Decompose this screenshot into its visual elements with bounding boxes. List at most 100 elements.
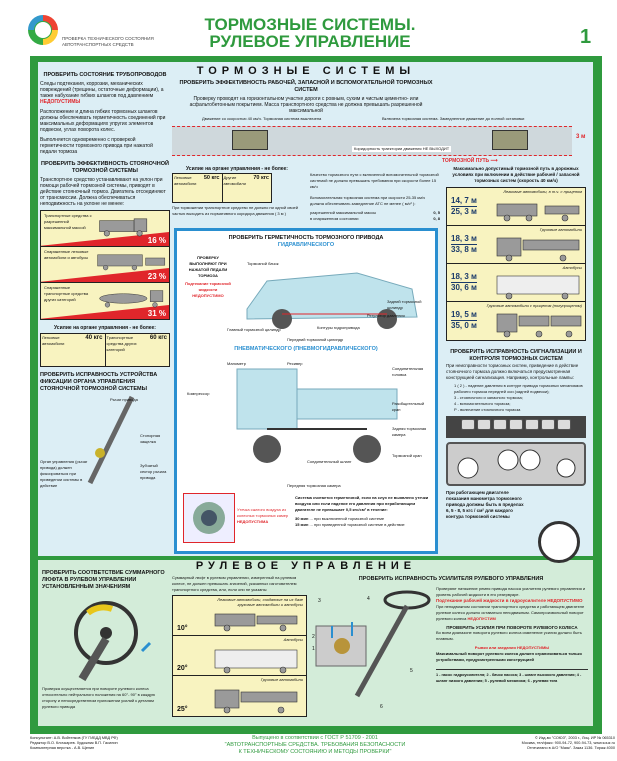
org-line: ПРОВЕРКА ТЕХНИЧЕСКОГО СОСТОЯНИЯ [62,36,154,41]
footer-line: Отпечатано в А/О "Маяк". Заказ 1136. Тир… [526,746,615,750]
truck-start-icon [232,130,268,150]
vehicle-category: Автобусы [562,265,582,270]
lamp-item: 1 ( 2 ) - падение давления в контуре при… [454,383,583,394]
left-column: ПРОВЕРИТЬ СОСТОЯНИЕ ТРУБОПРОВОДОВ Следы … [40,72,170,493]
footer-line: Москва, тел/факс: 900-94-72, 900-94-73, … [521,741,615,745]
distance-service: 14, 7 м [451,196,477,207]
time-row: 30 мин ... при выключенной тормозной сис… [295,516,385,521]
time-value: 15 мин [295,522,309,527]
effort-value: 70 кгс [253,175,269,181]
slope-item: Транспортные средства с разрешенной макс… [41,211,169,247]
signal-text: При неисправности тормозных систем, прив… [446,363,579,380]
org-name: ПРОВЕРКА ТЕХНИЧЕСКОГО СОСТОЯНИЯ АВТОТРАН… [62,36,154,48]
diagram-label: Ресивер [287,361,303,366]
lamp-icon [477,419,491,430]
diagram-number: 6 [380,704,383,710]
org-line: АВТОТРАНСПОРТНЫХ СРЕДСТВ [62,42,134,47]
diagram-label: Задняя тормозная камера [392,426,427,437]
truck-image [496,237,580,262]
pipes-title: ПРОВЕРИТЬ СОСТОЯНИЕ ТРУБОПРОВОДОВ [43,72,167,78]
aux-row-label: разрешенной максимальной массы [310,210,377,215]
effort-card: Транспортные средства других категорий 60… [106,334,170,366]
diagram-number: 1 [312,646,315,652]
diagram-label: Передний тормозной цилиндр [287,337,344,342]
title-line-2: РУЛЕВОЕ УПРАВЛЕНИЕ [209,32,411,51]
car-trailer-image [496,203,580,222]
diagram-number: 5 [410,668,413,674]
efficiency-text: Проверку проводят на горизонтальном учас… [189,96,423,114]
pickup-image [214,613,298,632]
lamp-icon [525,419,539,430]
diagram-label: Разобщительный кран [392,401,425,412]
lamp-icon [493,419,507,430]
distance-reserve: 25, 3 м [451,207,477,216]
effort-label: Легковые автомобили [42,335,65,346]
diagram-legend: 1 - насос гидроусилителя; 2 - бачок насо… [436,669,588,684]
manometer-icon [538,521,580,563]
title-line-1: ТОРМОЗНЫЕ СИСТЕМЫ. [204,15,416,34]
distances-title: Максимально допустимый тормозной путь в … [452,166,580,183]
diagram-label: Манометр [227,361,246,366]
truck-image [99,218,148,237]
freeplay-block: ПРОВЕРИТЬ СООТВЕТСТВИЕ СУММАРНОГО ЛЮФТА … [42,570,170,710]
signal-title: ПРОВЕРИТЬ ИСПРАВНОСТЬ СИГНАЛИЗАЦИИ И КОН… [450,349,582,362]
freeplay-title: ПРОВЕРИТЬ СООТВЕТСТВИЕ СУММАРНОГО ЛЮФТА … [42,570,165,590]
lamp-item: 3 - стояночного и запасного тормоза; [454,395,523,400]
hermetic-panel: ПРОВЕРИТЬ ГЕРМЕТИЧНОСТЬ ТОРМОЗНОГО ПРИВО… [174,228,438,554]
freeplay-text: Проверка осуществляется при повороте рул… [42,686,155,709]
aux-row-label: в снаряженном состоянии [310,216,359,221]
bus-car-image [97,254,166,271]
truck-stop-icon [492,130,528,150]
lamp-icon [461,419,475,430]
corridor-text: При торможении транспортное средство не … [172,205,299,216]
pipes-text: Следы подтекания, коррозии, механических… [40,81,170,105]
lever-label: Рычаг привода [110,397,138,402]
slope-item: Снаряженные транспортные средства других… [41,283,169,319]
airtight-text: Система считается герметичной, если на с… [295,495,429,512]
footer-line: Компьютерная верстка - А.В. Щелин [30,746,95,750]
diagram-label: Тормозной бачок [247,261,279,266]
freeplay-angle: 25° [177,706,188,713]
diagram-label: Передняя тормозная камера [287,483,341,488]
footer-line: К ТЕХНИЧЕСКОМУ СОСТОЯНИЮ И МЕТОДЫ ПРОВЕР… [238,749,392,755]
effort-value: 60 кгс [149,335,167,341]
slope-percent: 31 % [147,309,166,318]
lamp-item: P - включение стояночного тормоза [454,407,521,412]
effort-check-title: ПРОВЕРИТЬ УСИЛИЯ ПРИ ПОВОРОТЕ РУЛЕВОГО К… [446,625,578,630]
truck-trailer-image [496,313,582,338]
footer-standard: Выпущено в соответствии с ГОСТ Р 51709 -… [180,735,450,756]
time-label: при выключенной тормозной системе [313,516,385,521]
aux-text-1: Качество тормозного пути с включенной вс… [310,172,439,189]
slope-percent: 16 % [147,236,166,245]
air-leak-note: Утечка сжатого воздуха из колесных тормо… [237,507,289,525]
air-leak-warning: НЕДОПУСТИМА [237,519,269,524]
efficiency-block: ПРОВЕРИТЬ ЭФФЕКТИВНОСТЬ РАБОЧЕЙ, ЗАПАСНО… [172,80,590,221]
effort-value: 40 кгс [85,335,103,341]
power-steering-text: Проверяют натяжение ремня привода насоса… [436,586,588,684]
warning-lamps-panel [446,416,586,438]
right-column: Максимально допустимый тормозной путь в … [446,166,586,563]
footer-credits: Консультант: А.В. Войтенков (ГУ ГИБДД МВ… [30,736,118,751]
corridor-note: Коридорность траектории движения НЕ ВЫХО… [352,146,452,152]
freeplay-limits-block: Суммарный люфт в рулевом управлении, изм… [172,575,307,717]
distance-reserve: 35, 0 м [451,321,477,330]
vehicle-category: Грузовые автомобили с прицепом (полуприц… [486,303,582,308]
lamp-icon [557,419,571,430]
sector-label: Зубчатый сектор рычага привода [140,463,167,480]
diagram-label: Контуры гидропривода [317,325,360,330]
power-steering-diagram [315,590,431,698]
power-steering-title: ПРОВЕРИТЬ ИСПРАВНОСТЬ УСИЛИТЕЛЯ РУЛЕВОГО… [358,576,544,582]
page-number: 1 [580,26,592,48]
aux-brake-block: Качество тормозного пути с включенной вс… [310,172,440,222]
car-hydraulic-diagram [246,272,418,329]
parking-title: ПРОВЕРИТЬ ИСПРАВНОСТЬ УСТРОЙСТВА ФИКСАЦИ… [40,372,158,392]
logo [28,15,58,45]
effort-label: Транспортные средства других категорий [106,335,137,352]
dashboard-image [446,442,586,486]
